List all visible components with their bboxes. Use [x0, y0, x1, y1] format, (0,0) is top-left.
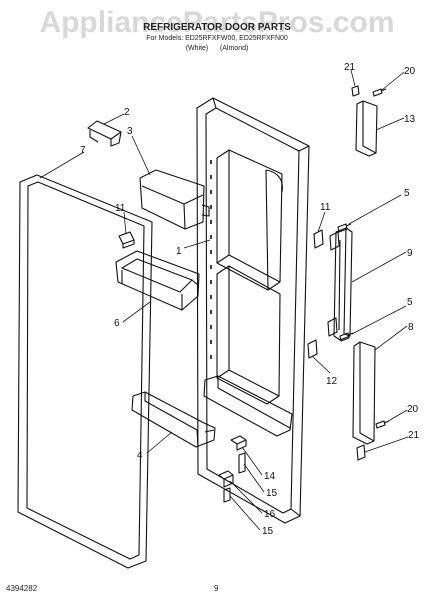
leader-lines	[39, 69, 409, 531]
callout-15-upper: 15	[266, 488, 278, 499]
callout-14: 14	[264, 471, 276, 482]
hinge-screw-upper	[238, 452, 246, 474]
model-list: For Models: ED25RFXFW00, ED25RFXFN00	[146, 35, 288, 42]
callout-labels: 7 2 3 1 11 6 4 21 20 13 5 11 9 5 8 12 20…	[80, 62, 420, 537]
callout-11-lower: 12	[326, 376, 338, 387]
watermark: AppliancePartsPros.com	[39, 6, 395, 39]
callout-12: 11	[115, 203, 126, 214]
callout-13: 13	[404, 114, 416, 125]
callout-3: 3	[127, 126, 133, 137]
callout-15-lower: 15	[262, 526, 274, 537]
callout-5-upper: 5	[404, 188, 410, 199]
callout-8: 7	[80, 145, 86, 156]
dairy-cover	[139, 169, 210, 230]
callout-9: 9	[407, 248, 413, 259]
callout-11-upper: 11	[320, 202, 331, 213]
callout-5-lower: 5	[407, 297, 413, 308]
color-variants: (White) (Almond)	[185, 45, 249, 52]
callout-16: 16	[264, 509, 276, 520]
hinge-screw-lower	[223, 487, 231, 503]
door-liner	[196, 97, 310, 524]
door-handle	[327, 227, 353, 341]
liner-base-ledge	[203, 375, 293, 437]
callout-20-top: 20	[404, 66, 416, 77]
dairy-bin	[115, 250, 200, 311]
handle-screw-upper	[337, 223, 352, 233]
callout-2: 2	[124, 107, 130, 118]
bottom-end-cap	[356, 444, 366, 461]
handle-screw-lower	[339, 332, 354, 342]
callout-6: 6	[114, 318, 120, 329]
lower-door-shelf	[131, 391, 216, 448]
callout-21-bottom: 21	[408, 430, 420, 441]
hinge-bushing	[230, 435, 247, 451]
door-gasket	[17, 174, 153, 569]
callout-4: 4	[137, 450, 143, 461]
liner-lower-panel	[216, 265, 281, 405]
callout-21-top: 21	[344, 62, 356, 73]
top-screw	[372, 88, 387, 97]
page-number: 9	[214, 584, 219, 593]
document-number: 4394282	[6, 584, 38, 593]
upper-handle-trim	[355, 100, 378, 157]
bracket-12	[118, 231, 135, 249]
lower-handle-trim	[352, 341, 376, 445]
shelf-retainer-clip	[87, 120, 122, 147]
end-cap-upper	[313, 229, 324, 249]
liner-upper-panel	[216, 149, 283, 291]
callout-7: 8	[408, 322, 414, 333]
top-end-cap	[351, 85, 360, 97]
callout-20-bottom: 20	[407, 404, 419, 415]
diagram-title: REFRIGERATOR DOOR PARTS	[143, 22, 291, 33]
hinge-pin	[218, 470, 234, 488]
callout-1: 1	[176, 246, 182, 257]
end-cap-lower	[307, 339, 318, 359]
